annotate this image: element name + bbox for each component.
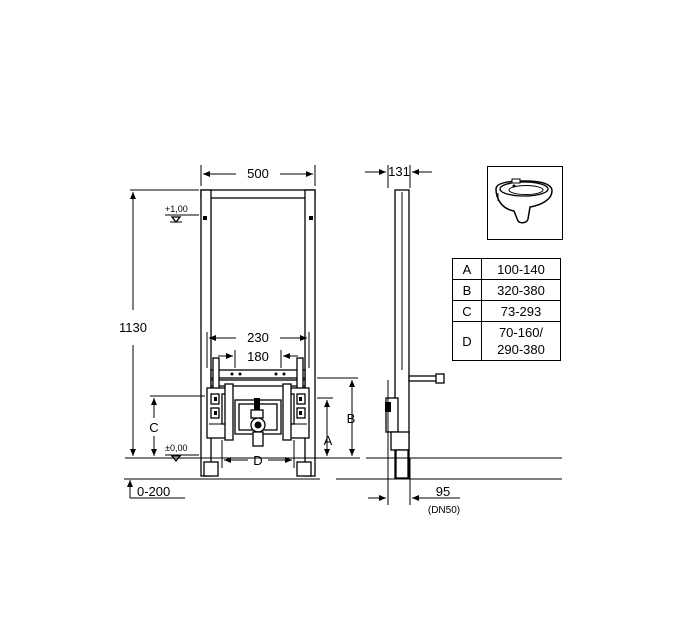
outlet-stub [408,375,440,382]
level-top-label: +1,00 [165,204,188,214]
dim-pipe-spec: (DN50) [428,505,460,516]
legend-value-line1: 70-160/ [498,325,544,340]
dim-spacing-outer: 230 [247,330,269,345]
legend-row: C 73-293 [452,300,561,322]
side-view: 131 95 (DN50) [336,164,562,516]
legend-key: D [452,321,482,361]
label-c: C [149,420,158,435]
legend-value: 73-293 [481,300,561,322]
legend-value: 320-380 [481,279,561,301]
legend-value: 100-140 [481,258,561,280]
right-foot [296,461,312,477]
legend-row: A 100-140 [452,258,561,280]
legend-row: D 70-160/ 290-380 [452,321,561,361]
fixing-hole [309,216,313,220]
frame-top-bar [200,189,316,199]
dimension-legend: A 100-140 B 320-380 C 73-293 D 70-160/ 2… [452,258,561,361]
label-d: D [253,453,262,468]
level-zero-label: ±0,00 [165,443,187,453]
front-view: 500 230 180 [119,165,360,499]
dim-frame-depth: 131 [388,164,410,179]
label-a: A [324,433,333,448]
legend-value: 70-160/ 290-380 [481,321,561,361]
dim-frame-width: 500 [247,166,269,181]
dim-spacing-inner: 180 [247,349,269,364]
label-b: B [347,411,356,426]
mounting-plate [224,383,292,447]
cross-rail [210,369,306,379]
cross-rail-lower [210,379,306,387]
legend-row: B 320-380 [452,279,561,301]
legend-key: B [452,279,482,301]
legend-key: C [452,300,482,322]
dim-height: 1130 [119,320,147,335]
legend-value-line2: 290-380 [497,342,545,357]
dim-pipe-offset: 95 [436,484,450,499]
wall-hung-bidet-icon [487,166,563,240]
legend-key: A [452,258,482,280]
fixing-hole [203,216,207,220]
dim-adjust-range: 0-200 [137,484,170,499]
left-foot [203,461,219,477]
